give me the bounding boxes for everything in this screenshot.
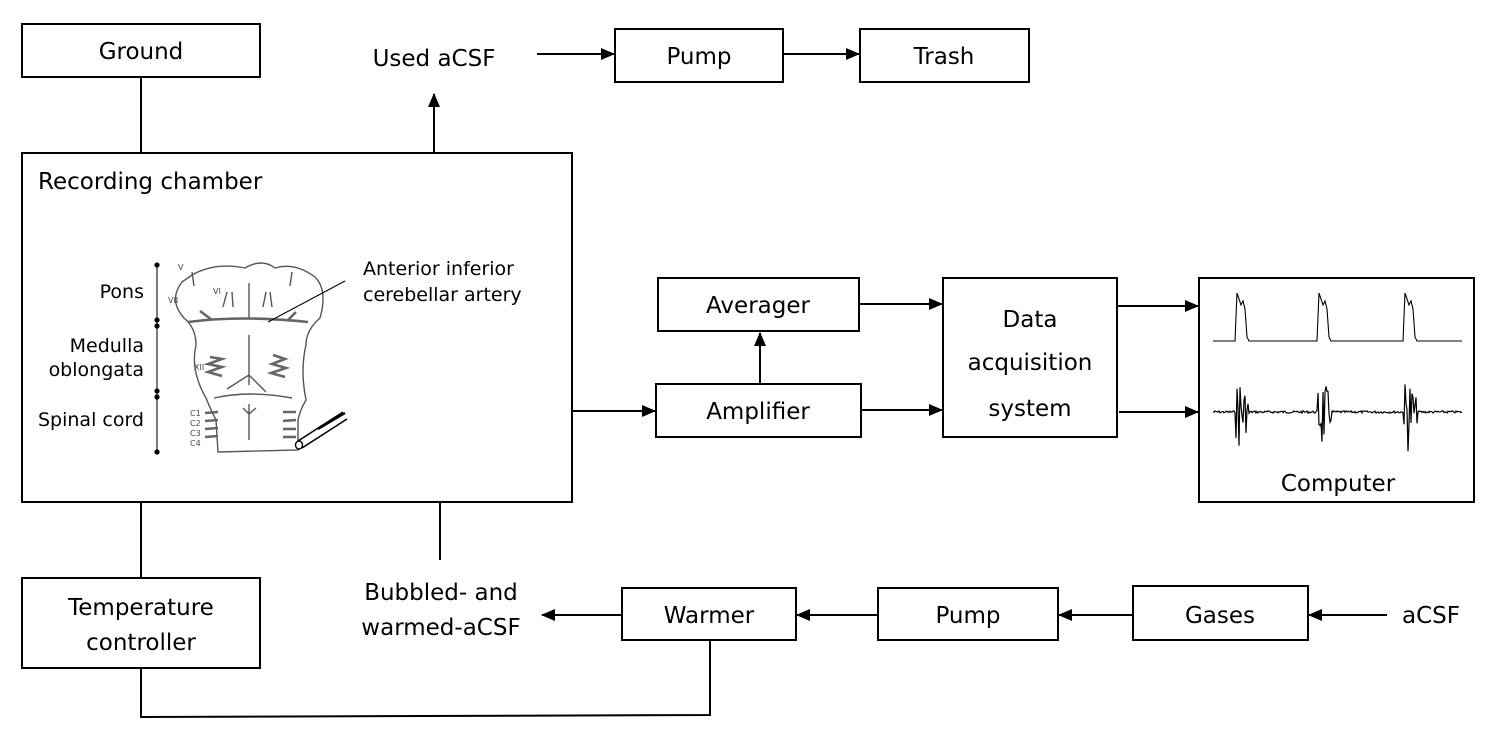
basilar-artery xyxy=(187,309,309,324)
scale-dot xyxy=(154,262,160,268)
pump-bottom-label: Pump xyxy=(935,603,1000,629)
raw-activity-trace xyxy=(1212,384,1463,452)
region-medulla-line2: oblongata xyxy=(49,359,144,381)
brainstem-outline xyxy=(174,262,324,453)
nerve-label-c3: C3 xyxy=(190,429,201,438)
nerve-label-c2: C2 xyxy=(190,419,201,428)
scale-dot xyxy=(154,323,160,329)
acsf-source-label: aCSF xyxy=(1402,603,1460,629)
node-warmer: Warmer xyxy=(621,587,797,641)
node-computer: Computer xyxy=(1198,277,1475,503)
hypoglossal-rootlets xyxy=(203,353,291,379)
temperature-controller-line2: controller xyxy=(86,630,196,656)
scale-dot xyxy=(154,388,160,394)
node-daq: Data acquisition system xyxy=(942,277,1118,438)
nerve-label-vi: VI xyxy=(213,287,221,296)
computer-label: Computer xyxy=(1281,471,1396,497)
brainstem-illustration: Pons Medulla oblongata Spinal cord V VI … xyxy=(38,258,522,455)
nerve-label-vii: VII xyxy=(168,296,178,305)
averager-label: Averager xyxy=(706,293,810,319)
scale-dot xyxy=(154,394,160,400)
nerve-label-xii: XII xyxy=(194,363,204,372)
node-pump-bottom: Pump xyxy=(877,587,1059,641)
bubbled-acsf-line2: warmed-aCSF xyxy=(361,615,520,641)
region-medulla-line1: Medulla xyxy=(70,335,144,357)
daq-label-line2: acquisition xyxy=(968,350,1093,376)
nerve-label-c4: C4 xyxy=(190,439,201,448)
daq-label-line3: system xyxy=(988,396,1071,422)
artery-leader-line xyxy=(267,280,346,323)
node-averager: Averager xyxy=(657,277,860,332)
scale-dot xyxy=(154,317,160,323)
scale-dot xyxy=(154,449,160,455)
pump-top-label: Pump xyxy=(666,44,731,70)
amplifier-label: Amplifier xyxy=(706,399,810,425)
recording-chamber-label: Recording chamber xyxy=(38,169,263,195)
bubbled-acsf-line1: Bubbled- and xyxy=(364,580,518,606)
daq-label-line1: Data xyxy=(1003,307,1058,333)
nerve-stubs xyxy=(191,271,293,308)
trash-label: Trash xyxy=(913,44,975,70)
node-gases: Gases xyxy=(1132,585,1309,641)
temperature-controller-line1: Temperature xyxy=(67,595,214,621)
warmer-label: Warmer xyxy=(664,603,755,629)
integrated-activity-trace xyxy=(1213,292,1462,342)
node-temperature-controller: Temperature controller xyxy=(21,577,261,669)
node-trash: Trash xyxy=(859,28,1030,83)
gases-label: Gases xyxy=(1185,603,1255,629)
nerve-label-v: V xyxy=(178,263,184,272)
suction-electrode xyxy=(294,411,348,450)
region-spinal-cord: Spinal cord xyxy=(38,409,144,431)
nerve-label-c1: C1 xyxy=(190,409,201,418)
node-pump-top: Pump xyxy=(614,28,784,83)
node-amplifier: Amplifier xyxy=(655,383,862,438)
used-acsf-label: Used aCSF xyxy=(373,46,496,72)
cervical-roots xyxy=(204,410,297,439)
region-pons: Pons xyxy=(100,281,144,303)
temperature-to-warmer-connector xyxy=(140,640,711,719)
ground-label: Ground xyxy=(99,39,184,65)
artery-label-line2: cerebellar artery xyxy=(363,284,522,306)
brainstem-midlines xyxy=(213,283,293,440)
artery-label-line1: Anterior inferior xyxy=(363,258,514,280)
node-ground: Ground xyxy=(21,23,261,78)
